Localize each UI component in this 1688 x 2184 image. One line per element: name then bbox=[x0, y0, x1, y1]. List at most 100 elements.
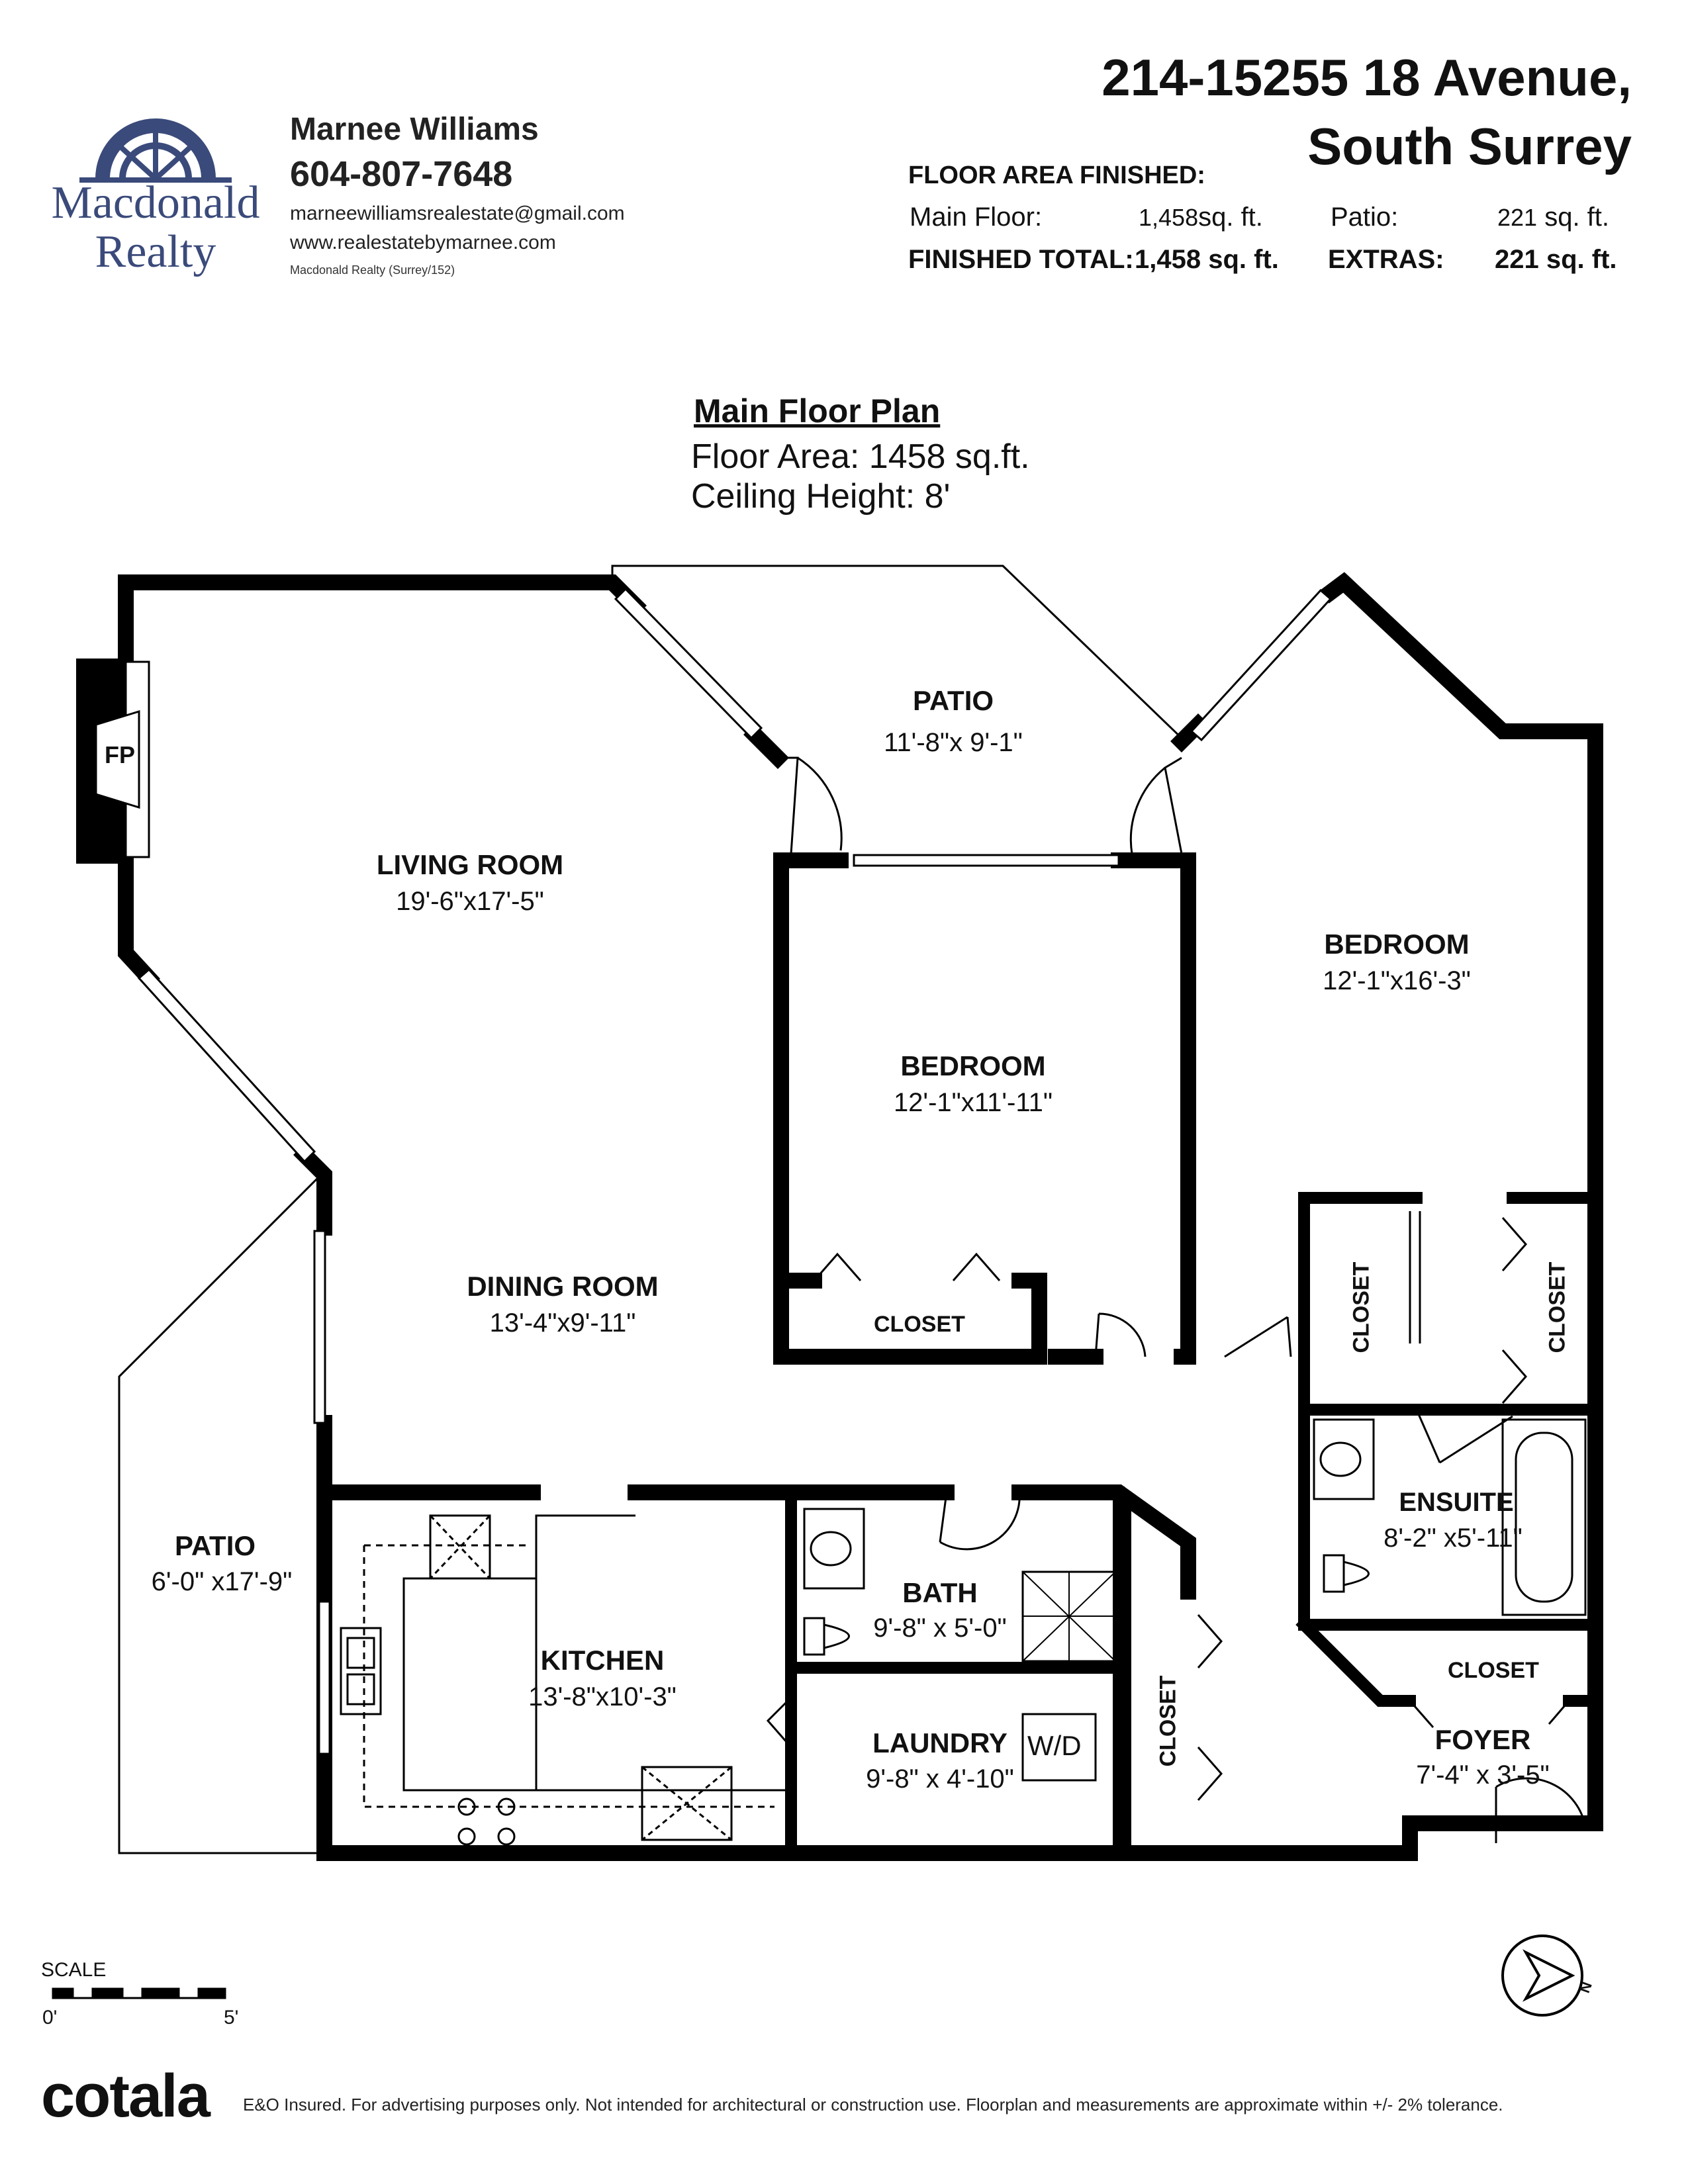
door-foyer bbox=[1495, 1777, 1587, 1843]
door-bedroom-right bbox=[1224, 1316, 1292, 1358]
kitchen-name: KITCHEN bbox=[540, 1645, 665, 1676]
washer-dryer-label: W/D bbox=[1027, 1730, 1082, 1761]
door-closet-hall-bottom bbox=[1197, 1747, 1223, 1801]
label-fireplace: FP bbox=[105, 741, 136, 768]
laundry-name: LAUNDRY bbox=[872, 1727, 1008, 1758]
door-bedroom-closet-right bbox=[952, 1252, 1001, 1281]
kitchen-sink-basin-b bbox=[346, 1673, 375, 1706]
wall-kitchen-top bbox=[316, 1484, 1196, 1600]
patio-left-outline bbox=[118, 1170, 326, 1854]
slider-dining-patio bbox=[313, 1230, 326, 1424]
extras-label: EXTRAS: bbox=[1328, 245, 1444, 274]
stove-burners bbox=[457, 1797, 516, 1846]
patio-top-name: PATIO bbox=[912, 685, 994, 716]
ensuite-sink bbox=[1319, 1441, 1362, 1477]
kitchen-upper-cabinets bbox=[363, 1544, 774, 1808]
living-room-dim: 19'-6"x17'-5" bbox=[396, 887, 544, 916]
dining-room-name: DINING ROOM bbox=[467, 1271, 659, 1302]
window-patio-right bbox=[1190, 588, 1333, 742]
finished-total-label: FINISHED TOTAL: bbox=[908, 245, 1134, 274]
closet-bedroom-label: CLOSET bbox=[874, 1312, 965, 1337]
brokerage-logo: Macdonald Realty bbox=[40, 106, 271, 291]
closet-right-b-label: CLOSET bbox=[1544, 1261, 1570, 1353]
plan-ceiling-height: Ceiling Height: 8' bbox=[691, 477, 951, 516]
wall-living-west bbox=[118, 574, 160, 989]
bath-dim: 9'-8" x 5'-0" bbox=[873, 1614, 1007, 1643]
wall-bedroom-center bbox=[773, 852, 1196, 1365]
kitchen-sink-outer bbox=[340, 1627, 382, 1715]
wall-bath bbox=[785, 1486, 1125, 1859]
ensuite-tub bbox=[1501, 1418, 1587, 1616]
bath-sink bbox=[810, 1531, 852, 1567]
extras-value: 221 sq. ft. bbox=[1495, 245, 1617, 274]
door-closet-foyer-right bbox=[1548, 1700, 1570, 1725]
scale-bar bbox=[52, 1987, 226, 1999]
foyer-name: FOYER bbox=[1434, 1724, 1531, 1755]
patio-left-name: PATIO bbox=[174, 1530, 256, 1561]
agent-email[interactable]: marneewilliamsrealestate@gmail.com bbox=[290, 203, 625, 224]
main-floor-number: 1,458 bbox=[1139, 204, 1199, 231]
washer-dryer bbox=[1021, 1713, 1097, 1782]
door-bedroom-center bbox=[1094, 1312, 1147, 1357]
door-closet-foyer-left bbox=[1409, 1700, 1434, 1728]
door-laundry bbox=[766, 1696, 792, 1748]
door-bath bbox=[939, 1492, 1021, 1551]
footer-brand-logo: cotala bbox=[41, 2062, 211, 2130]
door-closet-right-a bbox=[1409, 1211, 1421, 1343]
laundry-dim: 9'-8" x 4'-10" bbox=[866, 1764, 1014, 1794]
bedroom-center-dim: 12'-1"x11'-11" bbox=[893, 1088, 1053, 1117]
patio-value: 221 sq. ft. bbox=[1497, 203, 1609, 232]
bath-shower-lines bbox=[1022, 1571, 1116, 1662]
logo-line2: Realty bbox=[95, 226, 216, 277]
fridge-x bbox=[429, 1514, 491, 1580]
closet-foyer-label: CLOSET bbox=[1448, 1658, 1539, 1683]
window-patio-left bbox=[614, 587, 763, 740]
wall-living-sw bbox=[293, 572, 1603, 1861]
brokerage-note: Macdonald Realty (Surrey/152) bbox=[290, 263, 455, 277]
bath-vanity bbox=[803, 1508, 865, 1590]
fridge bbox=[429, 1514, 491, 1580]
scale-label: SCALE bbox=[41, 1959, 107, 1981]
plan-floor-area: Floor Area: 1458 sq.ft. bbox=[691, 437, 1030, 476]
wall-living-north bbox=[118, 574, 647, 617]
compass-icon bbox=[1501, 1934, 1583, 2017]
main-floor-label: Main Floor: bbox=[910, 203, 1043, 232]
scale-end: 5' bbox=[224, 2007, 239, 2028]
ensuite-name: ENSUITE bbox=[1399, 1488, 1514, 1517]
door-closet-hall-top bbox=[1197, 1614, 1223, 1668]
footer-disclaimer: E&O Insured. For advertising purposes on… bbox=[243, 2095, 1503, 2115]
living-room-name: LIVING ROOM bbox=[376, 849, 564, 880]
foyer-dim: 7'-4" x 3'-5" bbox=[1416, 1760, 1550, 1790]
door-closet-right-b-top bbox=[1501, 1217, 1527, 1271]
ensuite-dim: 8'-2" x5'-11" bbox=[1383, 1524, 1523, 1553]
wall-closets-right bbox=[1298, 1192, 1601, 1416]
patio-label: Patio: bbox=[1331, 203, 1399, 232]
window-living-sw bbox=[137, 968, 316, 1163]
patio-top-dim: 11'-8"x 9'-1" bbox=[884, 728, 1023, 757]
plan-title: Main Floor Plan bbox=[694, 392, 941, 430]
bedroom-right-dim: 12'-1"x16'-3" bbox=[1323, 966, 1471, 995]
door-patio-left bbox=[778, 756, 843, 854]
wall-laundry bbox=[1113, 1496, 1131, 1859]
property-address: 214-15255 18 Avenue, South Surrey bbox=[904, 43, 1632, 181]
ensuite-vanity bbox=[1313, 1418, 1375, 1500]
address-line2: South Surrey bbox=[1307, 117, 1632, 175]
agent-website[interactable]: www.realestatebymarnee.com bbox=[290, 232, 556, 253]
address-line1: 214-15255 18 Avenue, bbox=[1102, 48, 1632, 107]
ensuite-tub-inner bbox=[1515, 1432, 1573, 1603]
closet-right-a-label: CLOSET bbox=[1348, 1261, 1374, 1353]
patio-unit: sq. ft. bbox=[1544, 203, 1610, 232]
agent-phone[interactable]: 604-807-7648 bbox=[290, 154, 513, 194]
scale-start: 0' bbox=[42, 2007, 58, 2028]
patio-number: 221 bbox=[1497, 204, 1538, 231]
wall-foyer bbox=[1295, 1616, 1601, 1707]
kitchen-sink-basin-a bbox=[346, 1637, 375, 1669]
dishwasher-x bbox=[641, 1766, 732, 1841]
door-ensuite bbox=[1415, 1409, 1513, 1464]
floor-area-heading: FLOOR AREA FINISHED: bbox=[908, 161, 1205, 189]
door-closet-right-b-bottom bbox=[1501, 1349, 1527, 1404]
bedroom-right-name: BEDROOM bbox=[1324, 929, 1470, 960]
ensuite-toilet bbox=[1323, 1554, 1370, 1593]
bath-name: BATH bbox=[902, 1577, 978, 1608]
